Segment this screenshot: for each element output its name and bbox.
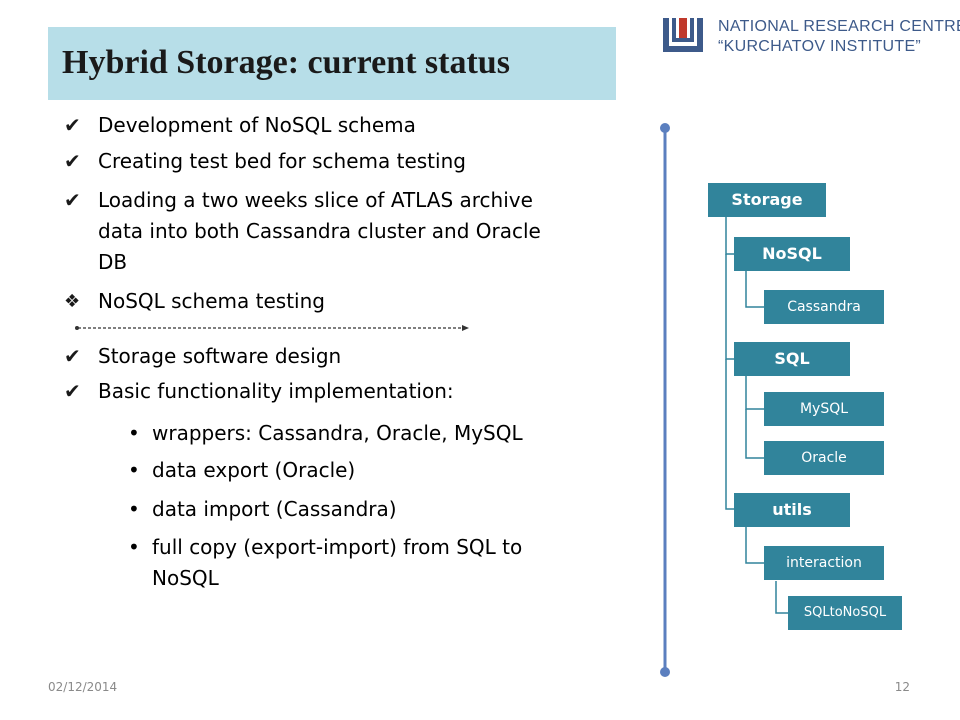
logo-text-line1: NATIONAL RESEARCH CENTRE [718,18,960,35]
bullet-text: NoSQL schema testing [98,289,325,313]
tree-node-oracle: Oracle [764,441,884,475]
bullet-dot-icon: • [128,421,140,445]
tree-node-nosql: NoSQL [734,237,850,271]
slide-title: Hybrid Storage: current status [62,44,510,81]
bullet-dot-icon: • [128,497,140,521]
check-icon: ✔ [64,379,81,403]
sub-bullet-text: data export (Oracle) [152,458,356,482]
bullet-text: Storage software design [98,344,342,368]
check-icon: ✔ [64,149,81,173]
kurchatov-logo-icon [663,18,703,52]
bullet-text: Creating test bed for schema testing [98,149,466,173]
bullet-dot-icon: • [128,458,140,482]
storage-tree-diagram: Storage NoSQL Cassandra SQL MySQL Oracle… [700,175,940,645]
tree-node-cassandra: Cassandra [764,290,884,324]
footer-date: 02/12/2014 [48,680,118,694]
dashed-divider [75,325,469,331]
title-bar: Hybrid Storage: current status [48,27,616,100]
bullet-dot-icon: • [128,535,140,559]
diamond-icon: ❖ [64,291,81,312]
bullet-text: Development of NoSQL schema [98,113,416,137]
institute-logo: NATIONAL RESEARCH CENTRE “KURCHATOV INST… [660,14,960,60]
tree-node-storage: Storage [708,183,826,217]
bullet-text: Loading a two weeks slice of ATLAS archi… [98,188,533,212]
sub-bullet-text: data import (Cassandra) [152,497,397,521]
tree-node-interaction: interaction [764,546,884,580]
bullet-text: Basic functionality implementation: [98,379,454,403]
tree-node-mysql: MySQL [764,392,884,426]
bullet-text: DB [98,250,128,274]
bullet-text: data into both Cassandra cluster and Ora… [98,219,541,243]
page-number: 12 [894,680,910,694]
vertical-timeline-line [660,123,670,677]
tree-connectors [725,217,788,614]
check-icon: ✔ [64,113,81,137]
tree-node-utils: utils [734,493,850,527]
sub-bullet-text: full copy (export-import) from SQL to [152,535,523,559]
check-icon: ✔ [64,344,81,368]
tree-node-sqltonosql: SQLtoNoSQL [788,596,902,630]
logo-text-line2: “KURCHATOV INSTITUTE” [718,38,922,55]
tree-node-sql: SQL [734,342,850,376]
check-icon: ✔ [64,188,81,212]
sub-bullet-text: wrappers: Cassandra, Oracle, MySQL [152,421,523,445]
sub-bullet-text: NoSQL [152,566,219,590]
